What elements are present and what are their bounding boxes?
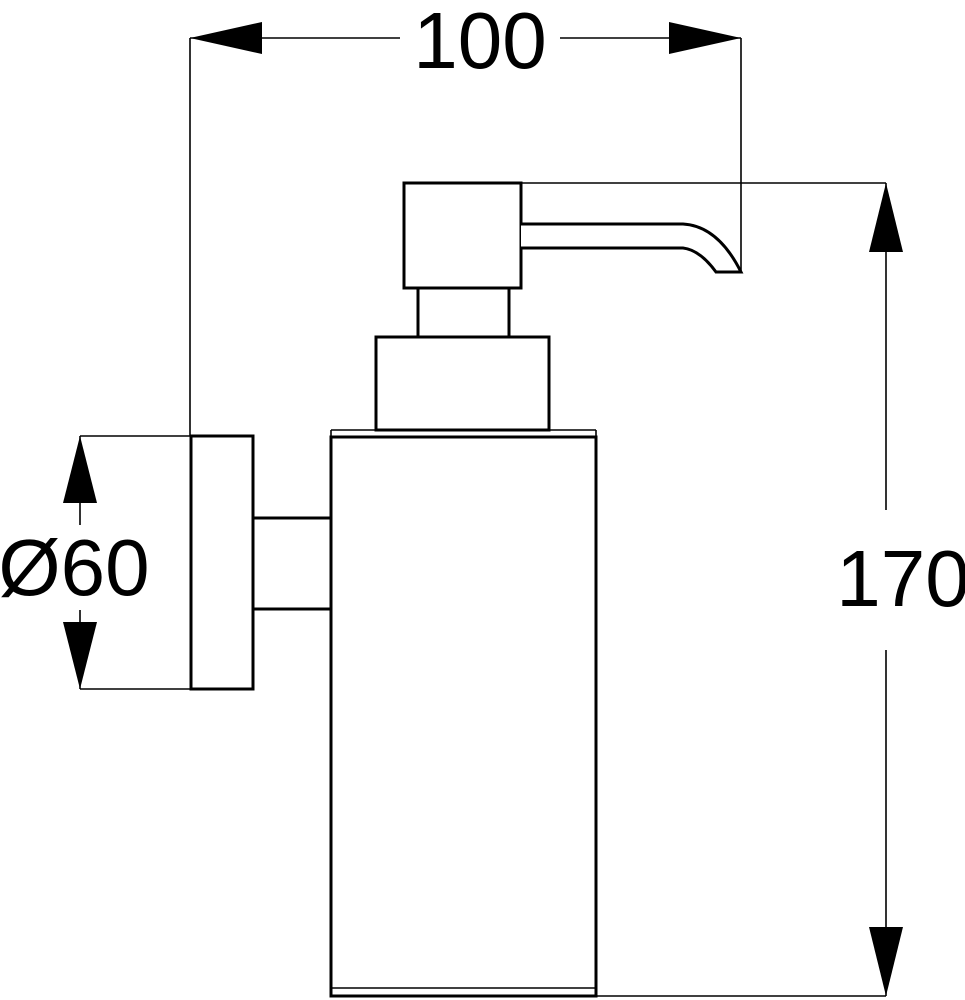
diameter-dimension: Ø60 xyxy=(0,435,190,690)
container-body xyxy=(329,435,598,998)
diameter-value: Ø60 xyxy=(0,523,150,612)
diameter-arrow-bottom xyxy=(63,622,97,689)
width-arrow-left xyxy=(190,22,262,54)
height-arrow-top xyxy=(869,183,903,252)
height-arrow-bottom xyxy=(869,927,903,996)
height-value: 170 xyxy=(836,534,965,623)
pump-stem xyxy=(416,286,511,339)
pump-spout xyxy=(521,222,744,274)
height-dimension: 170 xyxy=(521,182,965,997)
diameter-arrow-top xyxy=(63,436,97,503)
width-value: 100 xyxy=(413,0,546,85)
soap-dispenser xyxy=(189,181,744,998)
connecting-arm xyxy=(251,516,334,611)
width-dimension: 100 xyxy=(189,0,742,436)
width-arrow-right xyxy=(669,22,741,54)
wall-plate xyxy=(189,434,255,691)
pump-collar xyxy=(374,335,551,432)
pump-head xyxy=(402,181,523,290)
